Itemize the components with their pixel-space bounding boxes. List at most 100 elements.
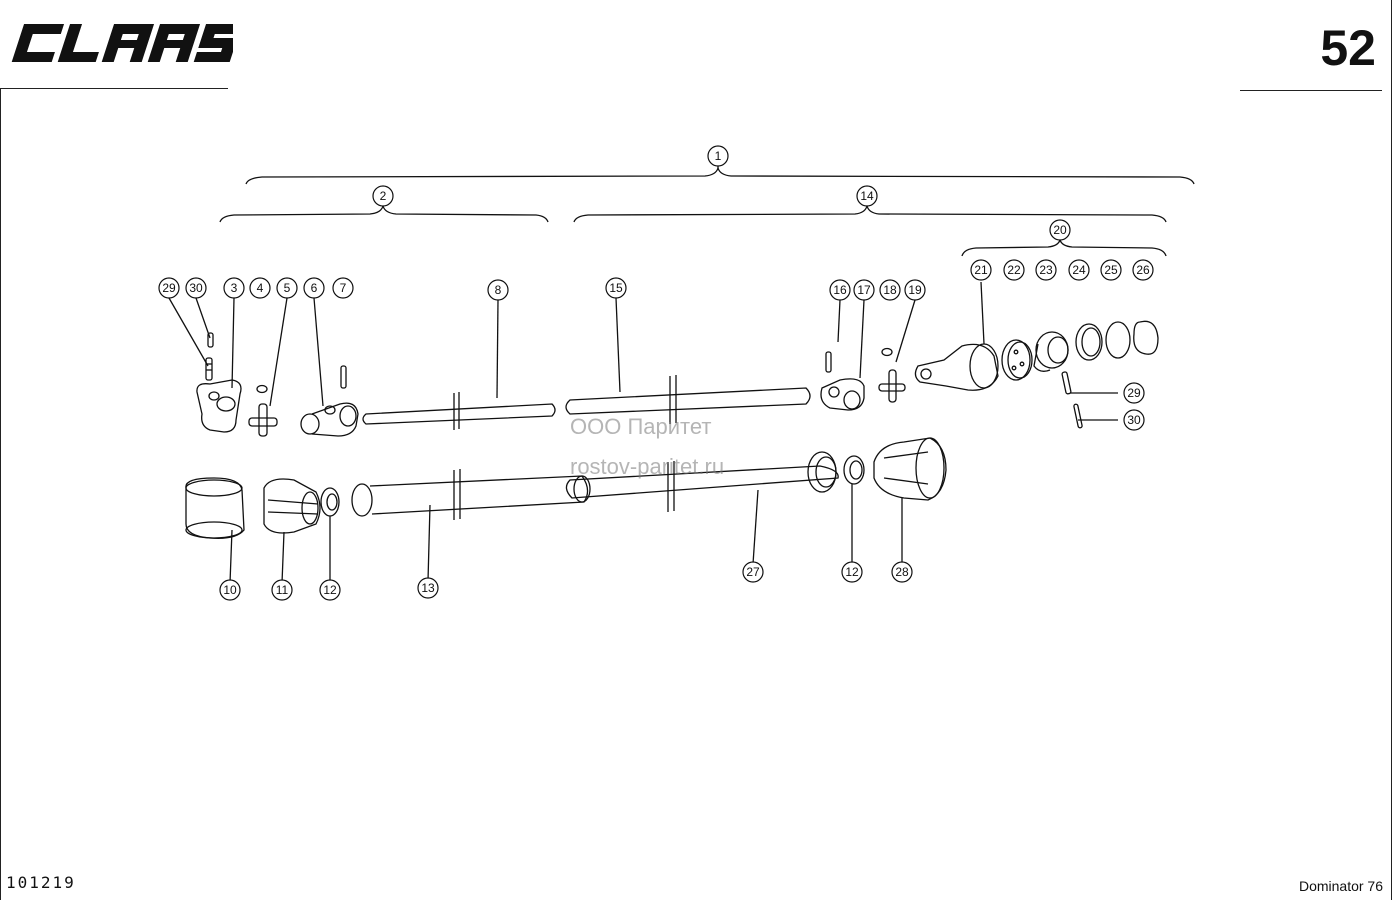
callout-p15: 15	[605, 277, 627, 299]
ring-24	[1075, 323, 1103, 361]
callout-p16: 16	[829, 279, 851, 301]
callout-label: 29	[1127, 386, 1141, 400]
outer-tube-27	[565, 451, 839, 512]
callout-p8: 8	[487, 279, 509, 301]
callout-p4: 4	[249, 277, 271, 299]
callout-circle	[856, 185, 878, 207]
callout-p12a: 12	[319, 579, 341, 601]
callout-label: 30	[1127, 413, 1141, 427]
callout-label: 29	[162, 281, 176, 295]
callout-circle	[332, 277, 354, 299]
ring-25	[1105, 321, 1131, 359]
outer-tube-13	[351, 469, 591, 520]
callout-p29b: 29	[1123, 382, 1145, 404]
callout-p10: 10	[219, 579, 241, 601]
callout-circle	[1123, 382, 1145, 404]
frame-left-edge	[0, 88, 1, 900]
callout-circle	[1068, 259, 1090, 281]
callout-circle	[891, 561, 913, 583]
bearing-12-right	[843, 455, 865, 485]
callout-circle	[219, 579, 241, 601]
callout-p18: 18	[879, 279, 901, 301]
callout-p30b: 30	[1123, 409, 1145, 431]
callout-p25: 25	[1100, 259, 1122, 281]
watermark-url: rostov-paritet.ru	[570, 454, 725, 479]
disc-22	[1001, 339, 1033, 381]
tube-8	[362, 392, 556, 430]
circlip-26	[1133, 320, 1159, 355]
bellows-11	[263, 478, 321, 534]
callout-circle	[829, 279, 851, 301]
callout-circle	[487, 279, 509, 301]
callout-circle	[1123, 409, 1145, 431]
callout-circle	[904, 279, 926, 301]
brace-assembly-20	[961, 237, 1167, 257]
callout-circle	[1100, 259, 1122, 281]
yoke-3	[196, 379, 242, 433]
watermark-company: ООО Паритет	[570, 414, 712, 439]
callout-label: 8	[495, 283, 502, 297]
callout-label: 13	[421, 581, 435, 595]
callout-circle	[158, 277, 180, 299]
callout-circle	[742, 561, 764, 583]
pin-29-right	[1061, 371, 1072, 395]
callout-p3: 3	[223, 277, 245, 299]
bearing-23	[1033, 331, 1069, 372]
callout-p11: 11	[271, 579, 293, 601]
pin-7	[340, 365, 347, 389]
callout-circle	[223, 277, 245, 299]
ring-4	[256, 384, 268, 394]
callout-label: 12	[845, 565, 859, 579]
callout-circle	[841, 561, 863, 583]
header-rule-right	[1240, 90, 1382, 91]
callout-p5: 5	[276, 277, 298, 299]
brace-assembly-14	[573, 203, 1167, 223]
guard-cover-10	[185, 477, 245, 539]
callout-circle	[303, 277, 325, 299]
ring-18	[881, 347, 893, 357]
yoke-6	[300, 402, 359, 437]
callout-label: 11	[276, 583, 289, 597]
callout-label: 25	[1104, 263, 1118, 277]
document-code: 101219	[6, 873, 76, 892]
callout-label: 19	[908, 283, 922, 297]
callout-circle	[372, 185, 394, 207]
callout-label: 20	[1053, 223, 1067, 237]
callout-label: 23	[1039, 263, 1053, 277]
callout-label: 15	[609, 281, 623, 295]
callout-label: 12	[323, 583, 337, 597]
callout-label: 22	[1007, 263, 1021, 277]
callout-label: 3	[231, 281, 238, 295]
callout-p21: 21	[970, 259, 992, 281]
callout-label: 21	[974, 263, 988, 277]
cross-19	[878, 369, 906, 403]
callout-circle	[185, 277, 207, 299]
callout-asm-14: 14	[856, 185, 878, 207]
callout-label: 1	[715, 149, 722, 163]
claas-logo	[11, 24, 233, 62]
callout-circle	[605, 277, 627, 299]
callout-circle	[1132, 259, 1154, 281]
callout-label: 27	[746, 565, 760, 579]
page-number: 52	[1320, 20, 1376, 76]
callout-p27: 27	[742, 561, 764, 583]
callout-label: 17	[857, 283, 871, 297]
callout-circle	[417, 577, 439, 599]
callout-p29a: 29	[158, 277, 180, 299]
callout-circle	[853, 279, 875, 301]
callout-p6: 6	[303, 277, 325, 299]
callout-circle	[1035, 259, 1057, 281]
callout-p13: 13	[417, 577, 439, 599]
callout-p26: 26	[1132, 259, 1154, 281]
callout-label: 6	[311, 281, 318, 295]
pin-29-left	[205, 357, 213, 381]
yoke-housing-21	[914, 343, 999, 391]
callout-p19: 19	[904, 279, 926, 301]
callout-p22: 22	[1003, 259, 1025, 281]
callout-asm-2: 2	[372, 185, 394, 207]
callout-asm-1: 1	[707, 145, 729, 167]
yoke-17	[820, 378, 865, 411]
callout-p17: 17	[853, 279, 875, 301]
callout-label: 7	[340, 281, 347, 295]
